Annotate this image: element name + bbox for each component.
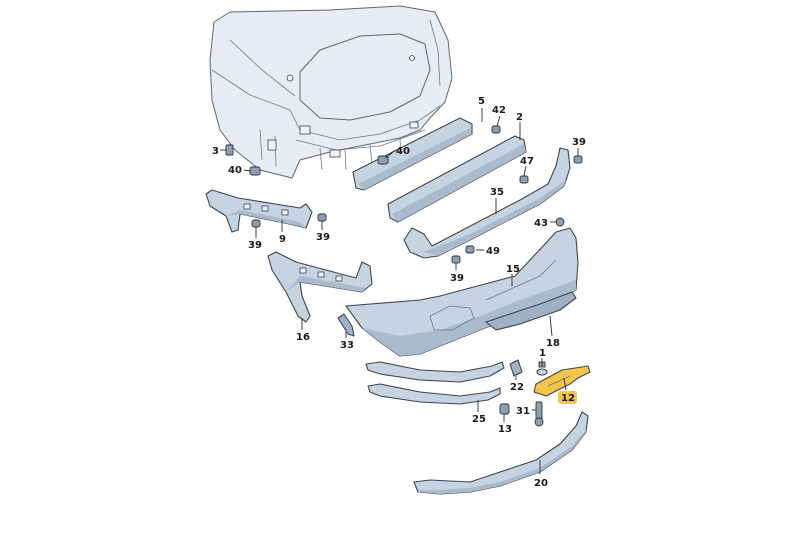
callout-39-center: 39 [450,273,464,284]
part-bracket-highlighted [533,365,591,397]
part-diffuser-moulding [413,411,589,495]
part-trim-strip-upper [365,361,505,383]
part-lower-spoiler [485,291,577,331]
callout-18: 18 [546,338,560,349]
callout-12: 12 [561,393,575,404]
callout-39-top-right: 39 [572,137,586,148]
callout-16: 16 [296,332,310,343]
callout-25: 25 [472,414,486,425]
vehicle-body-rear [209,5,453,179]
callout-39-left-b: 39 [316,232,330,243]
part-trim-strip-25 [367,383,501,405]
callout-5: 5 [478,96,485,107]
callout-49: 49 [486,246,500,257]
callout-40-center: 40 [396,146,410,157]
part-bumper-carrier [403,147,571,259]
part-left-guide-bracket [205,189,313,233]
callout-2: 2 [516,112,523,123]
callout-39-left-a: 39 [248,240,262,251]
callout-42: 42 [492,105,506,116]
callout-labels: 3 40 40 5 42 2 39 47 35 43 49 39 39 9 39… [212,96,586,489]
callout-20: 20 [534,478,548,489]
part-right-guide-bracket [267,251,373,323]
fasteners [225,125,583,427]
callout-9: 9 [279,234,286,245]
part-clip-33 [337,313,355,337]
part-washer-1 [536,368,548,376]
part-bumper-cover [345,227,579,357]
callout-12-highlight [558,391,577,404]
callout-3: 3 [212,146,219,157]
leader-lines [220,108,579,474]
callout-40-left: 40 [228,165,242,176]
callout-15: 15 [506,264,520,275]
part-bracket-22 [509,359,523,377]
callout-33: 33 [340,340,354,351]
callout-1: 1 [539,348,546,359]
callout-13: 13 [498,424,512,435]
callout-22: 22 [510,382,524,393]
part-impact-bar [352,117,473,191]
callout-35: 35 [490,187,504,198]
callout-47: 47 [520,156,534,167]
callout-43: 43 [534,218,548,229]
callout-31: 31 [516,406,530,417]
part-bumper-reinforcement [387,135,527,223]
